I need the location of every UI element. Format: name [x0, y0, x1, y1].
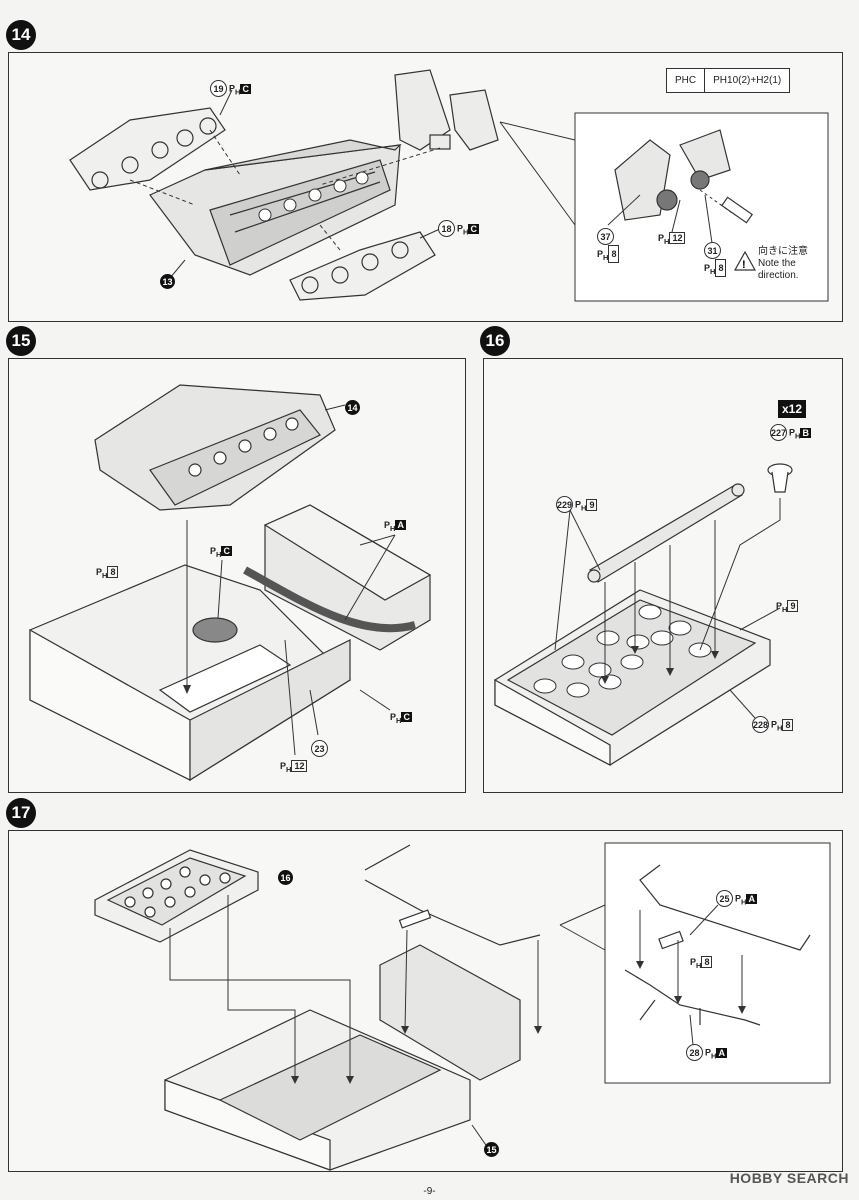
step-14-badge: 14 [6, 20, 36, 50]
page-number: -9- [423, 1186, 436, 1197]
brand-watermark: HOBBY SEARCH [729, 1170, 849, 1186]
chassis-tray [29, 564, 351, 782]
callout-23: 23 [311, 740, 330, 757]
intake-trumpets [533, 604, 712, 698]
quantity-badge: x12 [778, 400, 807, 418]
part-18-runners [289, 231, 436, 301]
inset-pipe [624, 864, 811, 1026]
step-15-badge: 15 [6, 326, 36, 356]
warning-icon [733, 250, 757, 271]
svg-text:!: ! [742, 259, 746, 271]
paint-table: PHC PH10(2)+H2(1) [666, 68, 791, 93]
callout-16: 16 [278, 870, 295, 885]
step-16-badge: 16 [480, 326, 510, 356]
callout-13: 13 [160, 274, 177, 289]
callout-15: 15 [484, 1142, 501, 1157]
chassis-assembly-15 [164, 944, 521, 1171]
step-17-badge: 17 [6, 798, 36, 828]
callout-14: 14 [345, 400, 362, 415]
throttle-assembly [394, 69, 499, 151]
direction-note: 向きに注意 Note the direction. [758, 246, 808, 281]
part-227-trumpet [767, 463, 793, 493]
part-229-fuel-rail [587, 483, 745, 583]
exhaust-pipe [364, 844, 541, 946]
part-19-runners [69, 107, 226, 191]
tray-assembly-16 [94, 849, 259, 943]
